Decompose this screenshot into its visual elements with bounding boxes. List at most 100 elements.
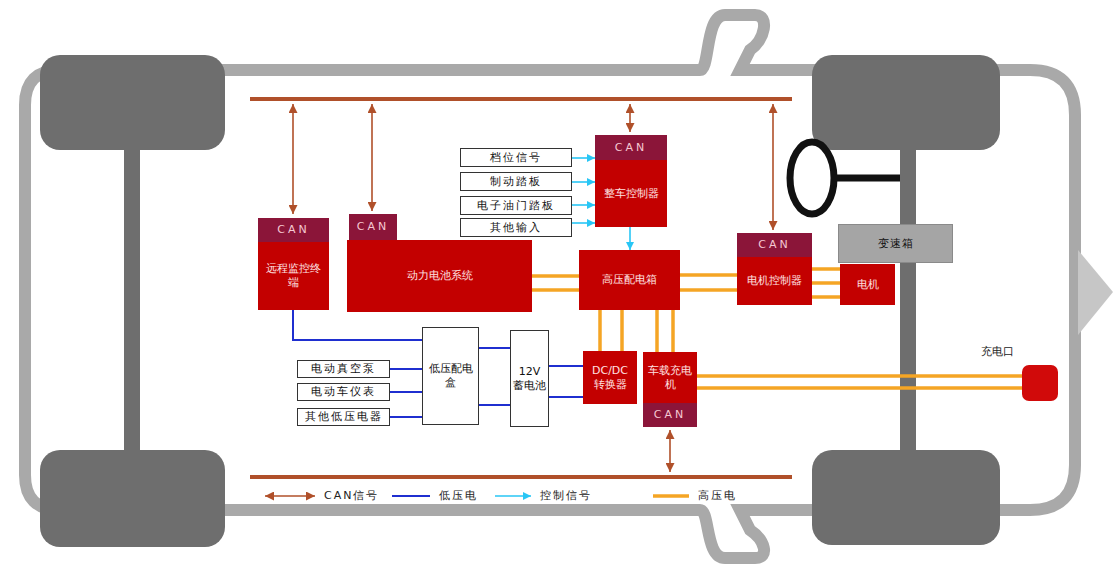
box-face: 整车控制器 bbox=[595, 160, 667, 227]
hv-distribution-box: 高压配电箱 bbox=[579, 250, 680, 310]
wheel bbox=[812, 55, 1000, 150]
input-box: 档位信号 bbox=[460, 148, 572, 167]
gearbox-box: 变速箱 bbox=[838, 224, 953, 263]
can-bus bbox=[250, 97, 792, 101]
high-voltage-line bbox=[812, 295, 840, 299]
box-label: 电机 bbox=[857, 278, 879, 292]
legend: CAN信号 低压电 控制信号 高压电 bbox=[262, 488, 737, 503]
control-signal-arrow bbox=[572, 157, 595, 159]
box-label: 远程监控终端 bbox=[261, 262, 326, 290]
can-label: CAN bbox=[357, 220, 389, 234]
box-label: 电机控制器 bbox=[747, 274, 802, 288]
lv-distribution-box: 低压配电盒 bbox=[422, 327, 479, 425]
box-face: 电动车仪表 bbox=[297, 383, 390, 401]
legend-sample bbox=[492, 490, 534, 502]
high-voltage-line bbox=[697, 374, 1022, 378]
box-label: 电子油门踏板 bbox=[477, 199, 555, 213]
legend-item: CAN信号 bbox=[262, 488, 379, 503]
box-face: 低压配电盒 bbox=[422, 327, 479, 425]
box-face: 高压配电箱 bbox=[579, 250, 680, 310]
high-voltage-line bbox=[680, 273, 737, 277]
axle bbox=[124, 140, 140, 460]
box-label: 变速箱 bbox=[878, 237, 914, 251]
can-link bbox=[292, 104, 294, 214]
legend-item: 高压电 bbox=[650, 488, 737, 503]
low-voltage-line bbox=[293, 310, 422, 340]
control-signal-arrow bbox=[629, 227, 631, 250]
battery-system: CAN 动力电池系统 bbox=[347, 214, 532, 312]
steering-column bbox=[834, 175, 900, 182]
high-voltage-line bbox=[812, 267, 840, 271]
battery-12v: 12V 蓄电池 bbox=[510, 330, 549, 427]
high-voltage-line bbox=[532, 274, 579, 278]
legend-label: 高压电 bbox=[698, 488, 737, 503]
low-voltage-line bbox=[549, 365, 583, 367]
can-header: CAN bbox=[737, 233, 812, 257]
box-label: 动力电池系统 bbox=[407, 269, 473, 283]
box-label: 其他低压电器 bbox=[305, 410, 383, 424]
input-box: 制动踏板 bbox=[460, 172, 572, 191]
steering-wheel bbox=[790, 142, 834, 214]
box-face: 其他低压电器 bbox=[297, 408, 390, 426]
box-label: 电动真空泵 bbox=[311, 362, 376, 376]
control-signal-arrow bbox=[572, 222, 595, 224]
can-bus bbox=[250, 475, 792, 479]
vehicle-controller: CAN整车控制器 bbox=[595, 135, 667, 227]
box-face: 电机 bbox=[840, 264, 895, 305]
legend-line bbox=[265, 495, 315, 497]
high-voltage-line bbox=[620, 310, 624, 351]
low-voltage-line bbox=[390, 368, 422, 370]
legend-sample bbox=[650, 490, 692, 502]
legend-item: 控制信号 bbox=[492, 488, 592, 503]
can-header: CAN bbox=[349, 214, 397, 240]
box-label: 整车控制器 bbox=[604, 187, 659, 201]
box-face: DC/DC 转换器 bbox=[583, 351, 637, 404]
charging-port: 充电口 bbox=[1022, 365, 1058, 401]
box-label: DC/DC 转换器 bbox=[586, 364, 634, 392]
input-box: 电子油门踏板 bbox=[460, 196, 572, 215]
load-box: 电动车仪表 bbox=[297, 383, 390, 401]
dcdc-box: DC/DC 转换器 bbox=[583, 351, 637, 404]
legend-sample bbox=[262, 490, 318, 502]
low-voltage-line bbox=[390, 391, 422, 393]
legend-label: 低压电 bbox=[439, 488, 478, 503]
input-box: 其他输入 bbox=[460, 218, 572, 237]
box-label: 低压配电盒 bbox=[425, 362, 476, 390]
high-voltage-line bbox=[655, 310, 659, 352]
box-face: 电动真空泵 bbox=[297, 360, 390, 378]
box-label: 制动踏板 bbox=[490, 175, 542, 189]
high-voltage-line bbox=[812, 281, 840, 285]
box-face: 远程监控终端 bbox=[258, 242, 329, 310]
high-voltage-line bbox=[680, 288, 737, 292]
legend-label: CAN信号 bbox=[324, 488, 379, 503]
box-face: 12V 蓄电池 bbox=[510, 330, 549, 427]
legend-line bbox=[495, 495, 531, 497]
box-label: 充电口 bbox=[981, 345, 1014, 359]
box-face: 档位信号 bbox=[460, 148, 572, 167]
motor-box: 电机 bbox=[840, 264, 895, 305]
telematics-box: CAN 远程监控终端 bbox=[258, 218, 329, 310]
box-label: 电动车仪表 bbox=[311, 385, 376, 399]
legend-label: 控制信号 bbox=[540, 488, 592, 503]
box-label: 12V 蓄电池 bbox=[513, 365, 546, 393]
box-label: 其他输入 bbox=[490, 221, 542, 235]
legend-item: 低压电 bbox=[389, 488, 478, 503]
control-signal-arrow bbox=[572, 181, 595, 183]
high-voltage-line bbox=[598, 310, 602, 351]
can-link bbox=[772, 104, 774, 230]
charger-box: 车载充电机CAN bbox=[643, 352, 697, 427]
can-label: CAN bbox=[654, 408, 686, 422]
low-voltage-line bbox=[390, 416, 422, 418]
connectors bbox=[293, 158, 1022, 417]
box-face: 充电口 bbox=[974, 343, 1020, 361]
car-outline bbox=[25, 15, 1075, 558]
wheel bbox=[812, 450, 1000, 545]
high-voltage-line bbox=[697, 386, 1022, 390]
box-face: 电机控制器 bbox=[737, 257, 812, 305]
can-header: CAN bbox=[258, 218, 329, 242]
legend-line bbox=[392, 495, 430, 497]
control-signal-arrow bbox=[572, 204, 595, 206]
box-face: 其他输入 bbox=[460, 218, 572, 237]
